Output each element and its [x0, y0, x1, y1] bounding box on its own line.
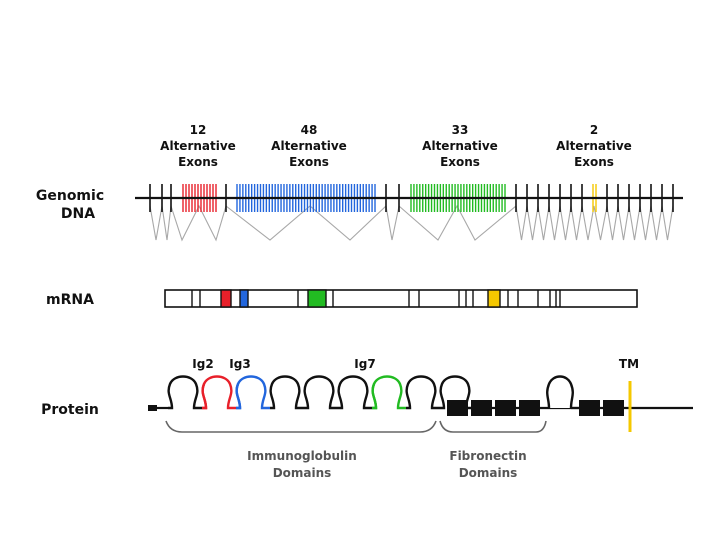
alt-exon-label: Exons: [440, 155, 480, 169]
mrna-track: [164, 289, 638, 308]
ig2-label: Ig2: [192, 357, 213, 371]
alt-exon-label: Exons: [574, 155, 614, 169]
fibronectin-domain-extra: [603, 400, 624, 416]
genomic-dna-track: [135, 184, 683, 242]
ig-domain-loop: [405, 375, 440, 410]
ig-domain-loop: [201, 375, 236, 410]
alt-exon-label: Exons: [178, 155, 218, 169]
fibronectin-domain: [495, 400, 516, 416]
intron-splice-lines: [149, 204, 674, 242]
fibronectin-domain: [471, 400, 492, 416]
n-terminus: [148, 405, 157, 411]
ig-domain-loop: [235, 375, 270, 410]
mrna-transcript: [164, 289, 638, 308]
row-label-dna: DNA: [61, 206, 95, 222]
alt-exon-header-2: 48 Alternative Exons: [271, 123, 347, 169]
row-label-genomic: Genomic: [36, 188, 104, 204]
alt-exon-label: Exons: [289, 155, 329, 169]
ig-domain-loop-segment: [201, 383, 208, 410]
immunoglobulin-label: Immunoglobulin: [247, 449, 357, 463]
ig3-label: Ig3: [229, 357, 250, 371]
alt-exon-label: Alternative: [422, 139, 498, 153]
row-label-mrna: mRNA: [46, 292, 94, 308]
alt-exon-count: 2: [590, 123, 598, 137]
fibronectin-label: Fibronectin: [449, 449, 526, 463]
ig-domain-loop: [371, 375, 406, 410]
ig-domain-loop-extra: [546, 375, 574, 409]
fibronectin-bracket: [439, 420, 547, 433]
fibronectin-domain-extra: [579, 400, 600, 416]
alt-exon-header-3: 33 Alternative Exons: [422, 123, 498, 169]
alt-exon-label: Alternative: [271, 139, 347, 153]
ig-domain-loop: [303, 375, 338, 410]
fibronectin-domain: [519, 400, 540, 416]
immunoglobulin-bracket: [165, 420, 437, 433]
alt-exon-header-4: 2 Alternative Exons: [556, 123, 632, 169]
alt-exon-count: 48: [301, 123, 318, 137]
ig-domain-loop: [439, 375, 474, 410]
mrna-alt-exon: [220, 289, 232, 308]
mrna-alt-exon: [307, 289, 327, 308]
ig-domain-loop: [167, 375, 202, 410]
ig7-label: Ig7: [354, 357, 375, 371]
alt-exon-header-1: 12 Alternative Exons: [160, 123, 236, 169]
mrna-alt-exon: [487, 289, 501, 308]
tm-label: TM: [619, 357, 639, 371]
fibronectin-label-2: Domains: [459, 466, 518, 480]
ig-domain-loop: [269, 375, 304, 410]
mrna-alt-exon: [239, 289, 249, 308]
protein-track: [148, 375, 693, 432]
ig-domain-loop-segment: [235, 383, 242, 410]
alt-exon-count: 12: [190, 123, 207, 137]
alt-exon-label: Alternative: [556, 139, 632, 153]
row-label-protein: Protein: [41, 402, 99, 418]
alt-exon-count: 33: [452, 123, 469, 137]
fibronectin-domain: [447, 400, 468, 416]
ig-domain-loop: [337, 375, 372, 410]
immunoglobulin-label-2: Domains: [273, 466, 332, 480]
alt-exon-label: Alternative: [160, 139, 236, 153]
ig-domain-loop-segment: [371, 383, 378, 410]
